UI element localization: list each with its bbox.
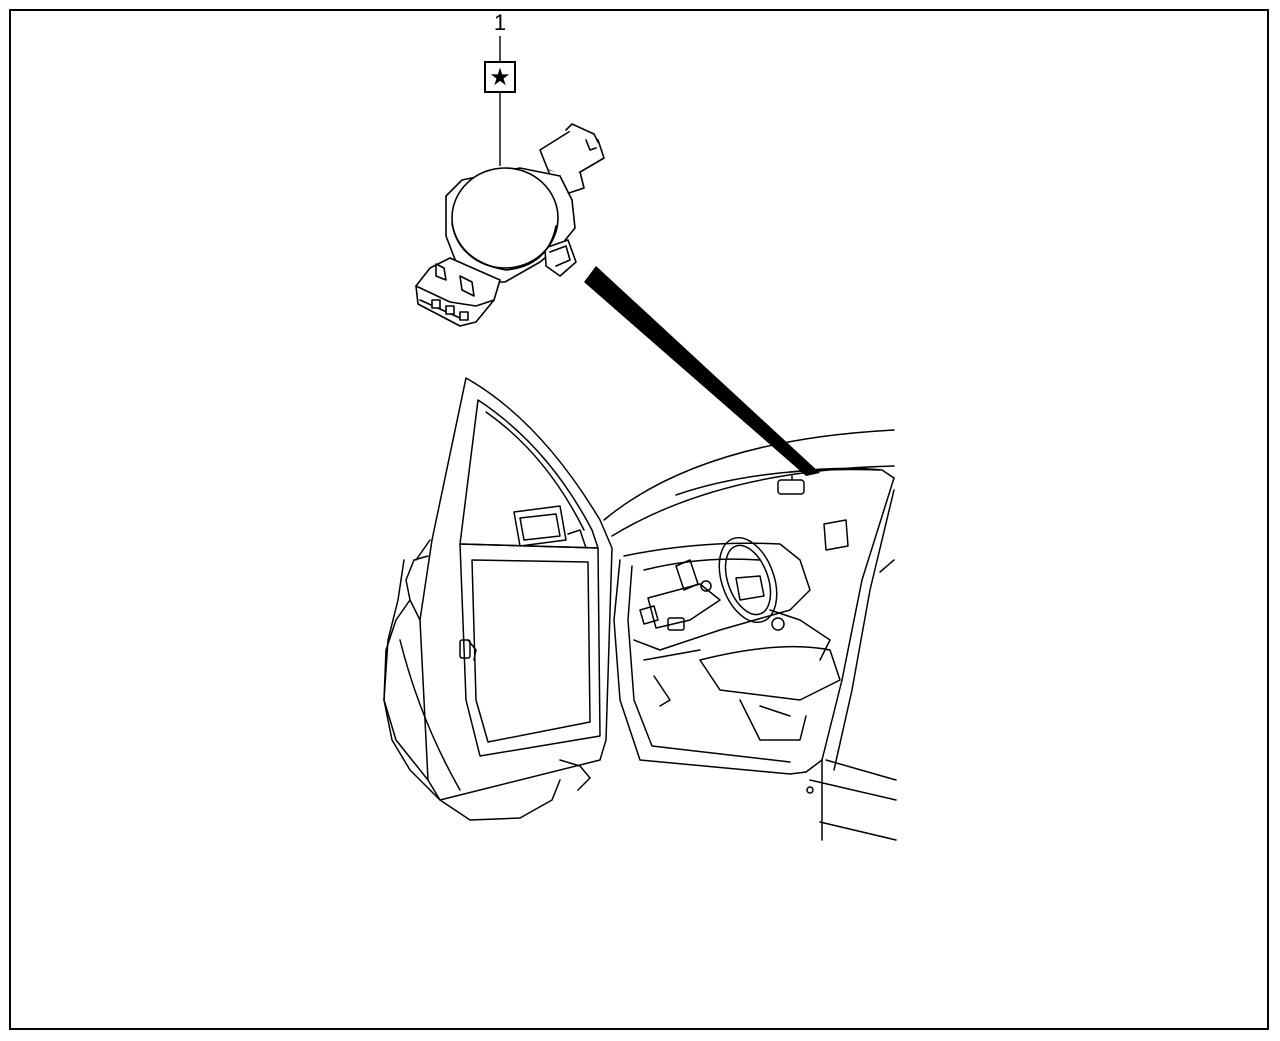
vehicle-illustration <box>384 378 896 840</box>
callout-number: 1 <box>493 10 507 35</box>
location-pointer <box>584 266 820 476</box>
diagram-frame <box>9 9 1269 1030</box>
callout-symbol: ★ <box>489 63 511 91</box>
star-icon: ★ <box>484 61 516 93</box>
rain-sensor-part <box>416 124 604 326</box>
